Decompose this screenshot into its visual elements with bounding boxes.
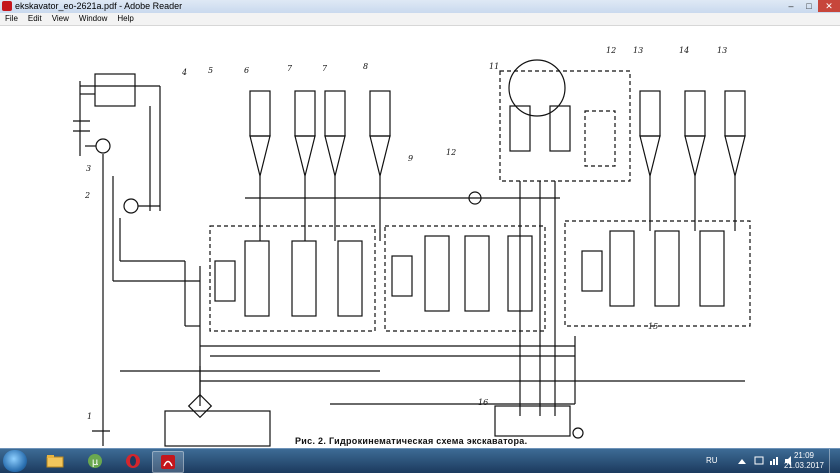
label-2: 2 bbox=[85, 191, 91, 200]
close-button[interactable]: ✕ bbox=[818, 0, 840, 12]
explorer-icon bbox=[46, 455, 64, 468]
pdf-page[interactable]: 1 2 3 4 5 6 7 7 8 9 11 12 12 13 14 13 15… bbox=[0, 26, 840, 448]
show-desktop-button[interactable] bbox=[829, 449, 840, 473]
label-4: 4 bbox=[182, 68, 188, 77]
utorrent-taskbar-button[interactable]: µ bbox=[80, 451, 110, 471]
label-11: 11 bbox=[489, 62, 500, 71]
label-5: 5 bbox=[208, 66, 214, 75]
label-15: 15 bbox=[648, 322, 659, 331]
menu-window[interactable]: Window bbox=[78, 14, 108, 23]
menu-help[interactable]: Help bbox=[117, 14, 134, 23]
hydraulic-scheme-drawing bbox=[73, 59, 751, 447]
label-12b: 12 bbox=[606, 46, 617, 55]
label-1: 1 bbox=[87, 412, 93, 421]
adobe-reader-taskbar-button[interactable] bbox=[152, 451, 184, 473]
label-9: 9 bbox=[408, 154, 414, 163]
label-7a: 7 bbox=[287, 64, 293, 73]
action-center-icon bbox=[754, 456, 764, 465]
adobe-reader-app-icon bbox=[2, 1, 12, 11]
adobe-reader-icon bbox=[161, 455, 175, 469]
utorrent-icon: µ bbox=[88, 454, 102, 468]
label-8: 8 bbox=[363, 62, 369, 71]
tray-icons bbox=[738, 456, 791, 466]
system-clock[interactable]: 21:09 21.03.2017 bbox=[784, 451, 824, 471]
label-13a: 13 bbox=[633, 46, 644, 55]
menu-bar: File Edit View Window Help bbox=[0, 13, 840, 26]
label-7b: 7 bbox=[322, 64, 328, 73]
label-13b: 13 bbox=[717, 46, 728, 55]
taskbar: µ RU 21:09 21.03.2017 bbox=[0, 448, 840, 473]
label-6: 6 bbox=[244, 66, 250, 75]
label-14: 14 bbox=[679, 46, 690, 55]
opera-taskbar-button[interactable] bbox=[118, 451, 148, 471]
show-hidden-icons-icon bbox=[738, 459, 746, 464]
volume-icon bbox=[785, 456, 791, 466]
clock-date: 21.03.2017 bbox=[783, 461, 824, 470]
window-controls: – □ ✕ bbox=[782, 0, 840, 13]
window-titlebar[interactable]: ekskavator_eo-2621a.pdf - Adobe Reader –… bbox=[0, 0, 840, 14]
menu-edit[interactable]: Edit bbox=[27, 14, 42, 23]
menu-view[interactable]: View bbox=[51, 14, 69, 23]
clock-time: 21:09 bbox=[793, 451, 814, 460]
label-3: 3 bbox=[86, 164, 92, 173]
label-12a: 12 bbox=[446, 148, 457, 157]
minimize-button[interactable]: – bbox=[788, 1, 794, 11]
explorer-taskbar-button[interactable] bbox=[40, 451, 70, 471]
label-16: 16 bbox=[478, 398, 489, 407]
svg-text:µ: µ bbox=[92, 457, 99, 468]
language-indicator[interactable]: RU bbox=[706, 456, 718, 465]
maximize-button[interactable]: □ bbox=[806, 1, 812, 11]
figure-caption: Рис. 2. Гидрокинематическая схема экскав… bbox=[295, 436, 528, 446]
start-button[interactable] bbox=[3, 450, 27, 472]
window-title: ekskavator_eo-2621a.pdf - Adobe Reader bbox=[15, 1, 183, 11]
opera-icon bbox=[126, 454, 140, 468]
network-icon bbox=[770, 461, 772, 465]
menu-file[interactable]: File bbox=[5, 14, 18, 23]
